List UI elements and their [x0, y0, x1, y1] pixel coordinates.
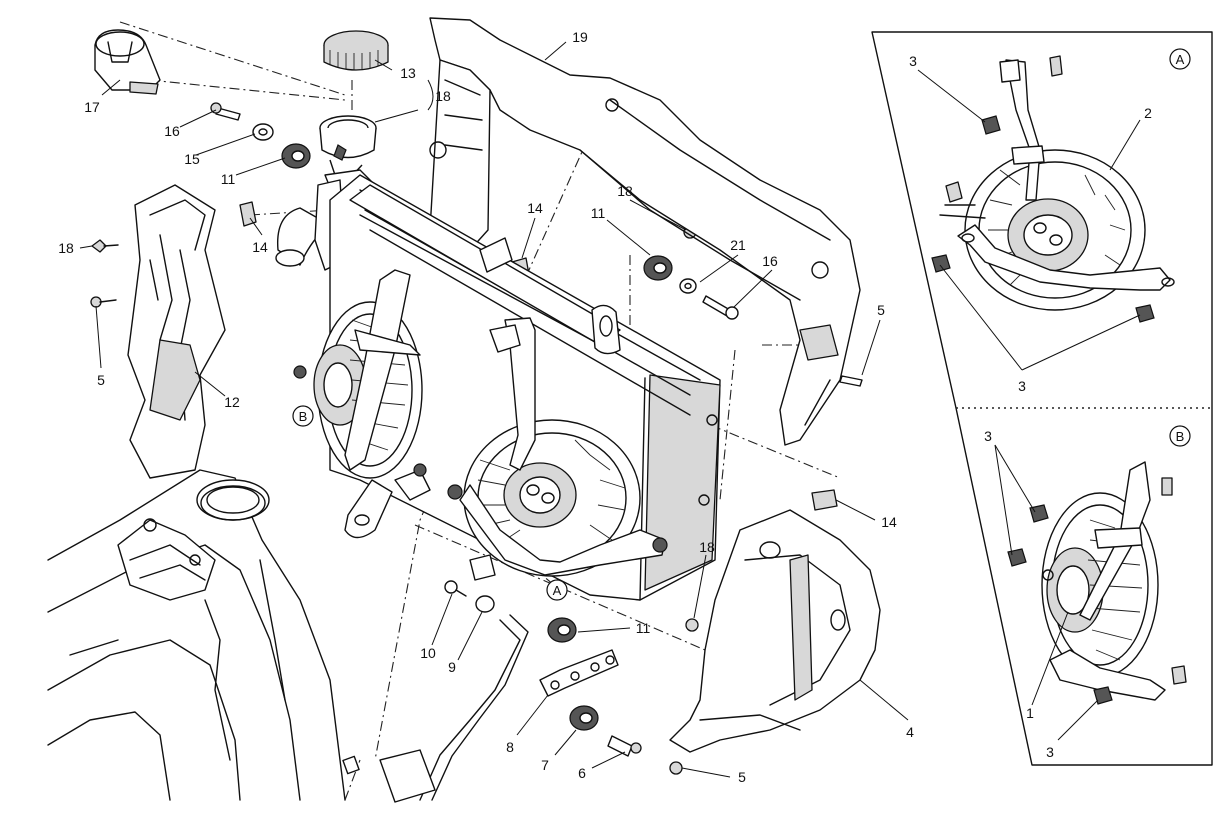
- callout-17: 17: [84, 99, 100, 115]
- callout-3-inset-b-top: 3: [984, 428, 992, 444]
- callout-16-left: 16: [164, 123, 180, 139]
- lower-shroud-4: [669, 509, 881, 753]
- lower-brackets: [379, 614, 619, 803]
- callout-14-top: 14: [527, 200, 543, 216]
- motorcycle-frame: [47, 469, 361, 801]
- radiator-and-fans: [293, 174, 721, 601]
- callout-5-bottom: 5: [738, 769, 746, 785]
- callout-5-left: 5: [97, 372, 105, 388]
- inset-a-fan: [931, 55, 1175, 323]
- callout-11-right: 11: [591, 205, 606, 221]
- fasteners: [90, 102, 863, 775]
- callout-6: 6: [578, 765, 586, 781]
- callout-14-left: 14: [252, 239, 268, 255]
- leader-lines: [79, 41, 1141, 778]
- view-marker-b-main: B: [299, 409, 308, 424]
- inset-frame: [871, 31, 1213, 766]
- callout-16-right: 16: [762, 253, 778, 269]
- view-marker-a-main: A: [553, 583, 562, 598]
- view-markers: B A A B: [292, 48, 1191, 601]
- callout-20: 19: [572, 29, 588, 45]
- callout-2: 2: [1144, 105, 1152, 121]
- callout-18-left: 18: [58, 240, 74, 256]
- callout-9: 9: [448, 659, 456, 675]
- callout-11-bottom: 11: [636, 620, 651, 636]
- callout-numbers: 17 16 15 11 13 18 18 14 5 12 19 18 14 11…: [58, 29, 1152, 785]
- callout-8: 8: [506, 739, 514, 755]
- callout-7: 7: [541, 757, 549, 773]
- callout-21: 21: [730, 237, 746, 253]
- radiator-shroud-20: [429, 17, 861, 446]
- callout-10: 10: [420, 645, 436, 661]
- cap-17: [94, 29, 161, 95]
- callout-19: 18: [435, 88, 451, 104]
- callout-3-inset-a-bottom: 3: [1018, 378, 1026, 394]
- callout-5-right: 5: [877, 302, 885, 318]
- left-shroud-12: [127, 184, 226, 479]
- view-marker-a-inset: A: [1176, 52, 1185, 67]
- callout-18-top: 18: [617, 183, 633, 199]
- callout-3-inset-b-bottom: 3: [1046, 744, 1054, 760]
- inset-b-fan: [1007, 461, 1187, 705]
- callout-13: 13: [400, 65, 416, 81]
- callout-1: 1: [1026, 705, 1034, 721]
- callout-11-top: 11: [221, 171, 236, 187]
- callout-12: 12: [224, 394, 240, 410]
- callout-18-bottom: 18: [699, 539, 715, 555]
- callout-14-right: 14: [881, 514, 897, 530]
- callout-15: 15: [184, 151, 200, 167]
- callout-4: 4: [906, 724, 914, 740]
- callout-3-inset-a-top: 3: [909, 53, 917, 69]
- view-marker-b-inset: B: [1176, 429, 1185, 444]
